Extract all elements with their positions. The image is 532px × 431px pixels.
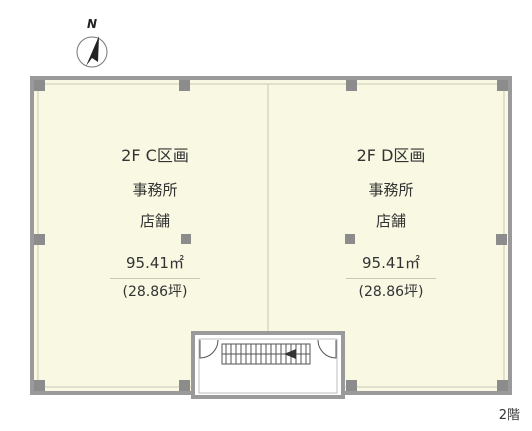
floor-label: 2階 — [498, 408, 520, 423]
room-d-area: 95.41㎡ — [362, 254, 420, 272]
room-d-title: 2F D区画 — [356, 146, 426, 165]
column — [34, 380, 45, 391]
stair-arrow-icon — [284, 349, 296, 359]
room-c-use-shop: 店舗 — [139, 212, 170, 230]
room-c-title: 2F C区画 — [121, 146, 189, 165]
room-c-separator — [110, 278, 200, 279]
door-swing-right — [317, 339, 337, 359]
stair-well-inner — [198, 338, 338, 394]
column — [181, 234, 191, 244]
columns — [34, 80, 508, 391]
stair-well — [191, 331, 345, 399]
room-d-use-shop: 店舗 — [375, 212, 406, 230]
compass-label: N — [86, 17, 98, 31]
room-c-use-office: 事務所 — [132, 181, 178, 199]
room-d-separator — [346, 278, 436, 279]
column — [497, 80, 508, 91]
room-d-tsubo: (28.86坪) — [358, 284, 424, 300]
column — [345, 234, 355, 244]
column — [179, 80, 190, 91]
column — [34, 234, 45, 245]
column — [179, 380, 190, 391]
compass-icon — [76, 36, 108, 68]
column — [346, 380, 357, 391]
room-c-area: 95.41㎡ — [126, 254, 184, 272]
door-swing-left — [199, 339, 219, 359]
column — [497, 380, 508, 391]
room-c-tsubo: (28.86坪) — [122, 284, 188, 300]
column — [496, 234, 507, 245]
room-d-use-office: 事務所 — [368, 181, 414, 199]
column — [346, 80, 357, 91]
column — [34, 80, 45, 91]
